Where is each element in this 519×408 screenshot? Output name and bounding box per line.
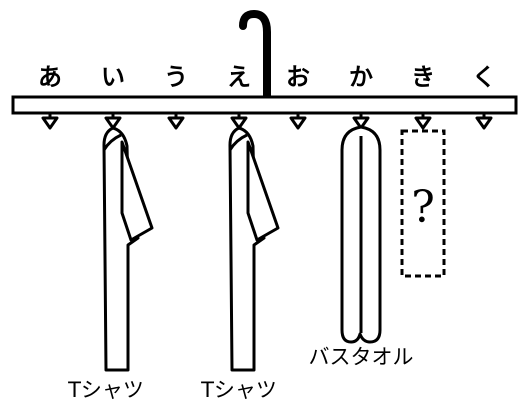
slot-label-ka: か: [349, 63, 373, 91]
tshirt-icon: [102, 126, 154, 372]
rail-peg-icon: [230, 113, 248, 130]
rail-peg-icon: [167, 113, 185, 130]
rail-peg-icon: [289, 113, 307, 130]
slot-label-e: え: [227, 63, 251, 91]
question-mark: ?: [411, 182, 435, 233]
caption-tshirt-2: Tシャツ: [200, 378, 277, 402]
rail-peg-icon: [104, 113, 122, 130]
slot-label-a: あ: [38, 63, 62, 91]
slot-label-i: い: [101, 63, 125, 91]
rail-peg-icon: [41, 113, 59, 130]
rail-peg-icon: [475, 113, 493, 130]
unknown-item-box: [400, 129, 446, 278]
slot-label-o: お: [286, 63, 310, 91]
tshirt-icon: [228, 126, 280, 372]
hanger-hook-icon: [239, 9, 271, 101]
hanger-rail: [11, 95, 518, 115]
caption-bath-towel: バスタオル: [309, 345, 414, 369]
rail-pegs: [41, 113, 493, 130]
slot-label-ku: く: [472, 63, 496, 91]
bath-towel-icon: [340, 125, 382, 344]
slot-label-u: う: [164, 63, 188, 91]
caption-tshirt-1: Tシャツ: [67, 378, 144, 402]
rail-peg-icon: [352, 113, 370, 130]
slot-label-ki: き: [411, 63, 435, 91]
rail-peg-icon: [414, 113, 432, 130]
